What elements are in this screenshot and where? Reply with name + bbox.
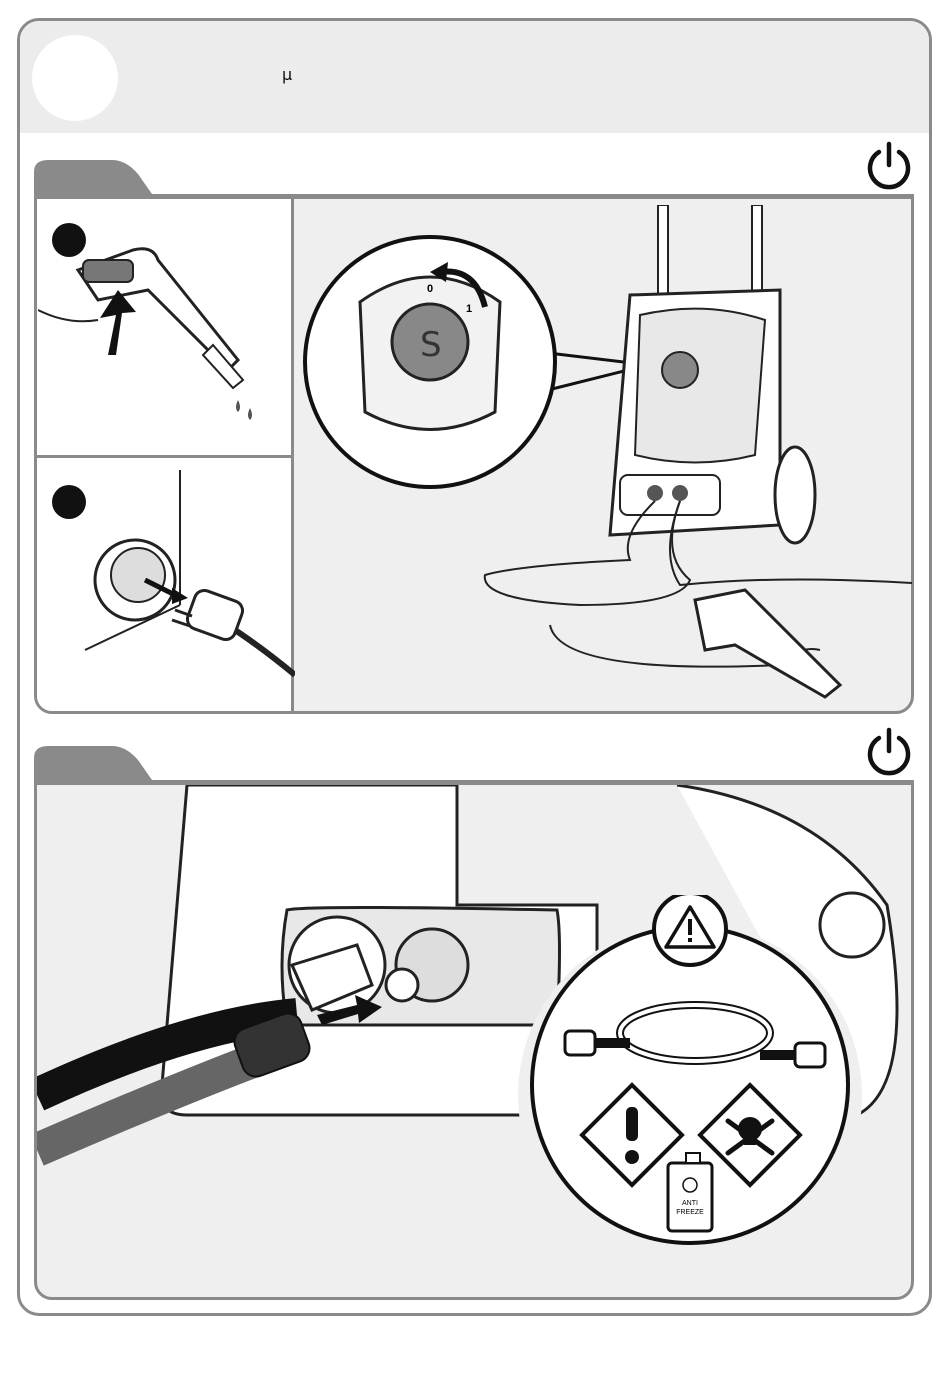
header-symbol: µ [282,65,292,84]
dial-label-on: 1 [466,303,472,315]
step-number-circle [32,35,118,121]
can-text-freeze: FREEZE [676,1209,704,1216]
warning-callout: ANTI FREEZE [510,895,870,1255]
svg-text:S: S [420,325,442,365]
unplug-icon [80,470,295,690]
warning-triangle-icon [654,895,726,965]
can-text-anti: ANTI [682,1200,698,1207]
dial-label-off: 0 [427,283,433,295]
antifreeze-can-icon: ANTI FREEZE [668,1153,712,1231]
top-banner: µ [20,21,929,133]
power-icon [863,140,915,192]
power-icon [863,726,915,778]
pressure-washer-icon [480,205,912,705]
panel-divider-horizontal [37,455,293,458]
trigger-gun-icon [38,230,288,430]
